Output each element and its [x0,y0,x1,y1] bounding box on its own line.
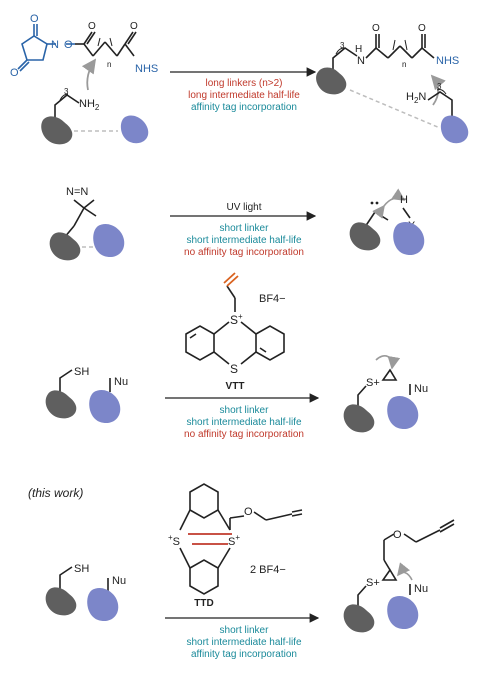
nhs-carbonyl-o-bottom: O [10,67,19,79]
carbene-dot-2 [375,201,379,205]
ttd-name: TTD [194,598,213,609]
nhs-carbonyl-o-top: O [30,13,39,25]
carbene-dot-1 [370,201,374,205]
amide-o-label: O [130,21,138,32]
product-o-1: O [372,23,380,34]
panel-2: N=N UV light short linker short intermed… [49,186,425,261]
amide-h-label: H [355,44,362,55]
second-amine-label: H2N [406,91,426,105]
protein-gray-2 [49,232,81,261]
panel4-condition-3: affinity tag incorporation [191,649,297,660]
cysteine-sh-label: SH [74,366,89,378]
panel1-condition-1: long linkers (n>2) [206,78,283,89]
insertion-arrow [372,188,406,219]
protein-blue-2b [393,221,425,256]
nhs-ester-structure [17,24,75,72]
lysine-chain-index: 3 [64,87,69,96]
linker-n-index: n [107,60,111,69]
product-4-sulfonium: S+ [366,577,380,589]
nucleophile-label: Nu [114,376,128,388]
vtt-sulfonium: S+ [230,312,243,327]
panel3-condition-2: short intermediate half-life [186,417,301,428]
protein-gray-2b [349,222,381,251]
protein-blue-3 [89,389,121,424]
ttd-counterion: 2 BF4− [250,564,286,576]
panel3-condition-3: no affinity tag incorporation [184,429,304,440]
protein-blue-1b [440,115,469,144]
vinyl-double-bond [223,272,236,284]
product-o-2: O [418,23,426,34]
linker-chain [75,31,137,57]
protein-gray-1 [41,116,73,145]
nucleophile-label-4: Nu [112,575,126,587]
panel-3: S+ S BF4− VTT SH Nu short linker short i… [45,272,428,440]
protein-gray-3b [343,404,375,433]
product-4-nu-label: Nu [414,583,428,595]
protein-blue-2 [93,223,125,258]
cysteine-structure [59,369,111,395]
diazirine-label: N=N [66,186,88,198]
protein-interface-dash-1b [349,89,441,129]
vinyl-bond [226,275,239,287]
carbene-h-label: H [400,194,408,206]
nucleophilic-attack-arrow [81,58,97,91]
panel4-condition-2: short intermediate half-life [186,637,301,648]
amide-n-label: N [357,55,365,67]
episulfonium-label: S+ [366,377,380,389]
protein-gray-4 [45,587,77,616]
cysteine-structure-4 [59,566,109,592]
product-nhs-label: NHS [436,55,459,67]
protein-gray-1b [316,67,347,95]
ring-opening-arrow-4 [396,562,413,581]
ttd-sulfonium-right: S+ [228,533,240,548]
protein-gray-3 [45,390,77,419]
panel-4: (this work) O +S S+ 2 BF4− TTD SH Nu [28,483,455,660]
lysine-sidechain [54,93,80,122]
product-3-nu-label: Nu [414,383,428,395]
amine-label: NH2 [79,98,100,112]
this-work-label: (this work) [28,486,83,500]
panel2-condition-3: no affinity tag incorporation [184,247,304,258]
product-4-ether-o: O [393,529,402,541]
vtt-sulfide: S [230,362,238,376]
ring-opening-arrow [375,355,401,370]
panel2-condition-1: short linker [220,223,270,234]
protein-blue-3b [387,395,419,430]
nhs-n-atom: N [51,39,59,51]
second-lysine [427,89,453,118]
ttd-sulfonium-left: +S [168,533,180,548]
protein-blue-4 [87,587,119,622]
vtt-structure [185,285,285,365]
protein-gray-4b [343,604,375,633]
panel3-condition-1: short linker [220,405,270,416]
protein-blue-4b [387,595,419,630]
product-4-structure [357,519,455,610]
cysteine-sh-label-4: SH [74,563,89,575]
ester-o-label: O [88,21,96,32]
panel2-condition-2: short intermediate half-life [186,235,301,246]
alkyne-bond [291,509,303,513]
panel-1: O O N O O O n NHS 3 NH2 [10,13,469,145]
product-chain-index: 3 [340,41,345,50]
product-1-chain [332,34,435,75]
ttd-structure [179,483,293,595]
panel1-condition-3: affinity tag incorporation [191,102,297,113]
vtt-name: VTT [226,381,245,392]
second-lysine-index: 3 [437,82,442,91]
diazirine-structure [63,199,97,239]
uv-light-label: UV light [226,202,261,213]
vtt-counterion: BF4− [259,293,286,305]
ttd-ether-o: O [244,506,253,518]
alkyne-bond-2 [291,513,303,517]
panel1-condition-2: long intermediate half-life [188,90,300,101]
product-n-index: n [402,60,406,69]
protein-blue-1 [120,115,149,144]
nhs-leaving-group-label: NHS [135,63,158,75]
episulfonium-structure [357,368,411,410]
nhs-ester-o: O [64,39,73,51]
panel4-condition-1: short linker [220,625,270,636]
